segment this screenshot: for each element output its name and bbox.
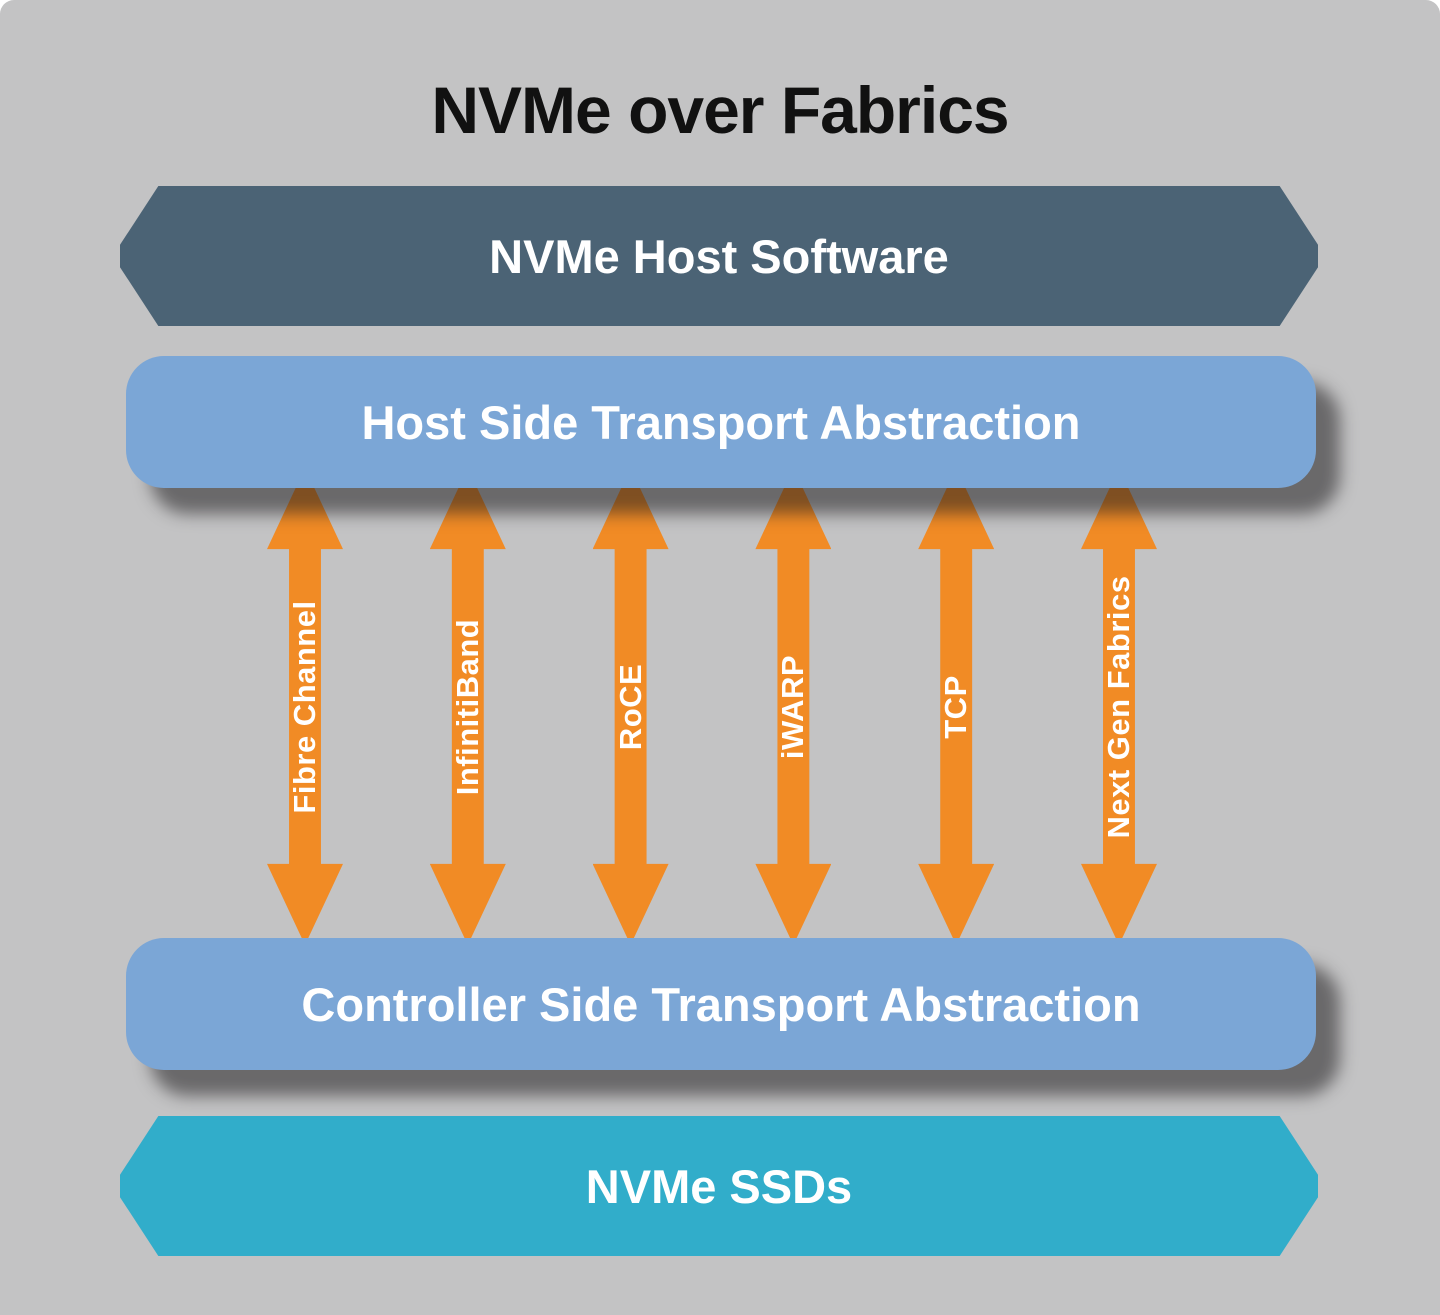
fabric-arrows: Fibre Channel InfinitiBand RoCE iWARP TCP Nex…: [267, 468, 1157, 945]
nvme-ssds-label: NVMe SSDs: [585, 1159, 853, 1213]
nvme-host-software-label: NVMe Host Software: [489, 229, 949, 283]
fabric-arrow-label: Next Gen Fabrics: [1100, 575, 1136, 838]
controller-side-transport-label: Controller Side Transport Abstraction: [301, 977, 1141, 1031]
fabric-arrow-infinitiband: InfinitiBand: [429, 468, 506, 945]
nvme-host-software-banner: NVMe Host Software: [120, 186, 1318, 326]
controller-side-transport-bar: Controller Side Transport Abstraction: [126, 938, 1316, 1070]
host-side-transport-bar: Host Side Transport Abstraction: [126, 356, 1316, 488]
fabric-arrow-label: InfinitiBand: [449, 618, 485, 795]
diagram-title: NVMe over Fabrics: [431, 73, 1009, 147]
host-side-transport-label: Host Side Transport Abstraction: [361, 395, 1081, 449]
fabric-arrow-roce: RoCE: [592, 468, 669, 945]
fabric-arrow-label: iWARP: [775, 654, 811, 759]
fabric-arrow-label: TCP: [938, 674, 974, 739]
fabric-arrow-label: Fibre Channel: [287, 599, 322, 814]
fabric-arrow-next-gen-fabrics: Next Gen Fabrics: [1080, 468, 1157, 945]
fabric-arrow-fibre-channel: Fibre Channel: [267, 468, 343, 945]
fabric-arrow-iwarp: iWARP: [755, 468, 832, 945]
nvme-ssds-banner: NVMe SSDs: [120, 1116, 1318, 1256]
fabric-arrow-tcp: TCP: [918, 468, 995, 945]
fabric-arrow-label: RoCE: [612, 663, 648, 750]
